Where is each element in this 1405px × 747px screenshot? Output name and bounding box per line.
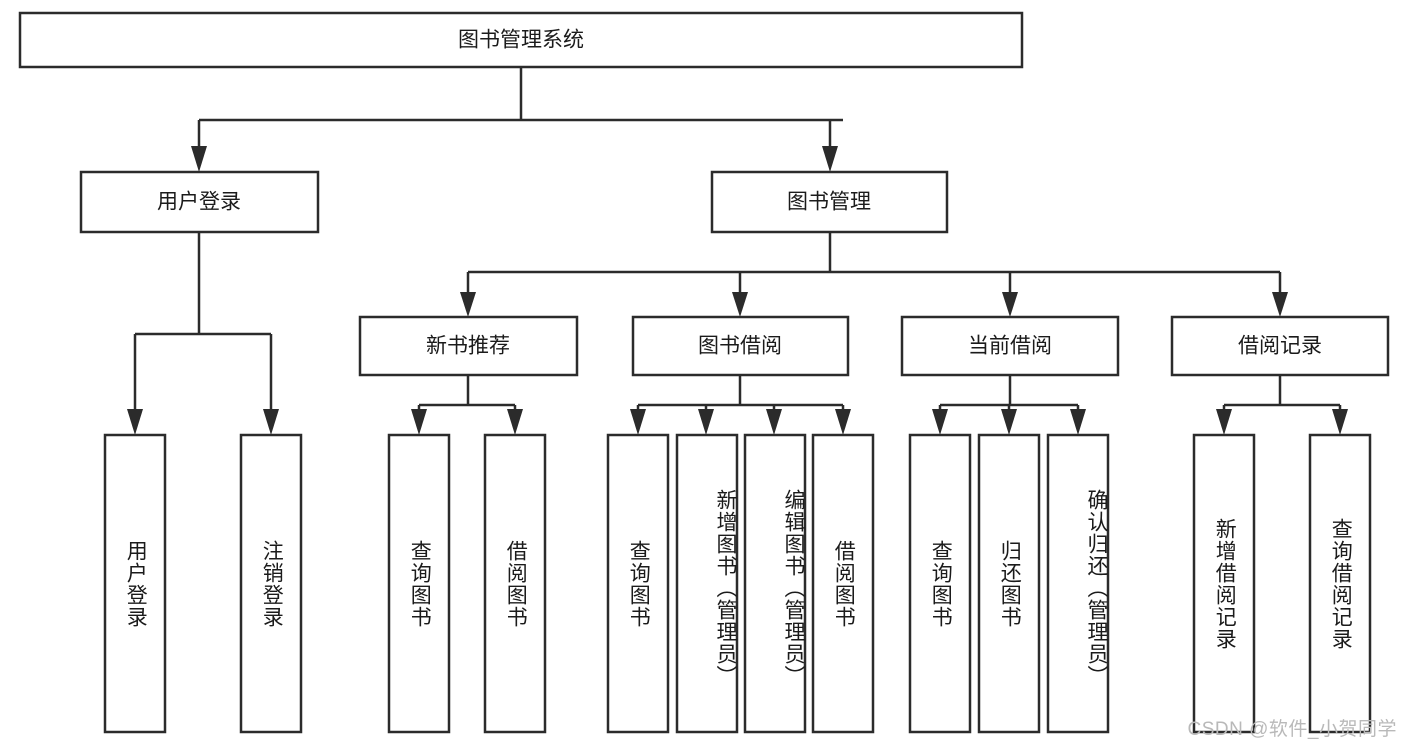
arrow-head-bookborrow-c4 — [835, 409, 851, 435]
arrow-head-bookborrow-c3 — [766, 409, 782, 435]
arrow-head-newbook — [460, 292, 476, 317]
node-current-borrow-label: 当前借阅 — [968, 335, 1052, 358]
arrow-head-userlogin-c1 — [127, 409, 143, 435]
node-leaf-logout-box[interactable] — [239, 433, 303, 734]
node-leaf-add-record-box[interactable] — [1192, 433, 1256, 734]
node-borrow-record-box[interactable] — [1170, 315, 1390, 377]
arrow-head-newbook-c2 — [507, 409, 523, 435]
arrow-head-borrowrecord-c1 — [1216, 409, 1232, 435]
arrow-head-currentborrow-c2 — [1001, 409, 1017, 435]
node-root-label: 图书管理系统 — [458, 29, 584, 52]
node-current-borrow-box[interactable] — [900, 315, 1120, 377]
node-new-book-recommend-label: 新书推荐 — [426, 335, 510, 358]
node-box-group: 图书管理系统 用户登录 图书管理 新书推荐 图书借阅 当前借阅 借阅记录 — [18, 11, 1390, 734]
arrow-head-currentborrow — [1002, 292, 1018, 317]
watermark-text: CSDN @软件_小贺同学 — [1187, 719, 1397, 740]
node-leaf-user-login-box[interactable] — [103, 433, 167, 734]
node-leaf-query-book-2-box[interactable] — [606, 433, 670, 734]
node-leaf-query-book-3-box[interactable] — [908, 433, 972, 734]
node-book-management-box[interactable] — [710, 170, 949, 234]
node-user-login-box[interactable] — [79, 170, 320, 234]
arrow-head-newbook-c1 — [411, 409, 427, 435]
arrow-head-bookborrow — [732, 292, 748, 317]
node-leaf-query-book-1-box[interactable] — [387, 433, 451, 734]
node-leaf-borrow-book-2-box[interactable] — [811, 433, 875, 734]
arrow-head-bookmgmt — [822, 146, 838, 172]
arrow-head-userlogin-c2 — [263, 409, 279, 435]
arrow-head-bookborrow-c1 — [630, 409, 646, 435]
node-leaf-return-book-box[interactable] — [977, 433, 1041, 734]
arrow-head-borrowrecord-c2 — [1332, 409, 1348, 435]
node-user-login-label: 用户登录 — [157, 191, 241, 214]
node-root-box[interactable] — [18, 11, 1024, 69]
node-new-book-recommend-box[interactable] — [358, 315, 579, 377]
arrow-head-bookborrow-c2 — [698, 409, 714, 435]
node-book-management-label: 图书管理 — [787, 191, 871, 214]
node-leaf-add-book-box[interactable] — [675, 433, 739, 734]
node-leaf-query-record-box[interactable] — [1308, 433, 1372, 734]
node-book-borrow-box[interactable] — [631, 315, 850, 377]
node-leaf-edit-book-box[interactable] — [743, 433, 807, 734]
node-leaf-confirm-return-box[interactable] — [1046, 433, 1110, 734]
node-book-borrow-label: 图书借阅 — [698, 335, 782, 358]
connector-group — [127, 67, 1348, 435]
arrow-head-currentborrow-c3 — [1070, 409, 1086, 435]
arrow-head-borrowrecord — [1272, 292, 1288, 317]
arrow-head-userlogin — [191, 146, 207, 172]
node-leaf-borrow-book-1-box[interactable] — [483, 433, 547, 734]
node-borrow-record-label: 借阅记录 — [1238, 335, 1322, 358]
arrow-head-currentborrow-c1 — [932, 409, 948, 435]
